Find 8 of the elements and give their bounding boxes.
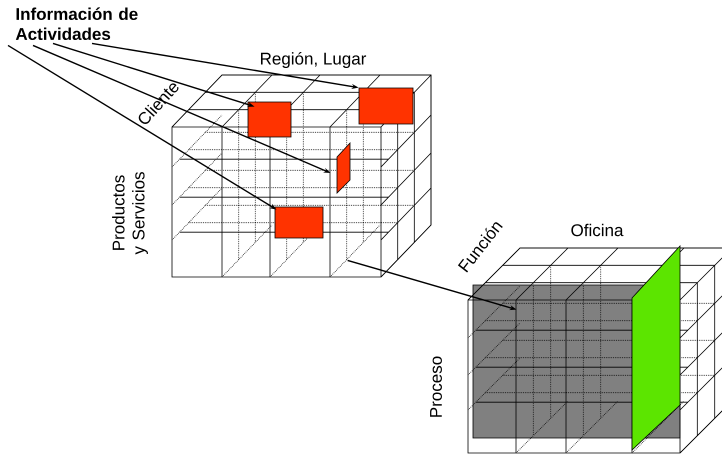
axis-label: Región, Lugar [261, 52, 366, 68]
block [274, 206, 324, 238]
heading-text: Información de Actividades [16, 7, 138, 40]
block [248, 102, 292, 138]
axis-label: Proceso [430, 356, 442, 417]
block [358, 88, 414, 124]
axis-label: Oficina [571, 224, 624, 236]
axis-label: Productos y Servicios [112, 172, 148, 255]
